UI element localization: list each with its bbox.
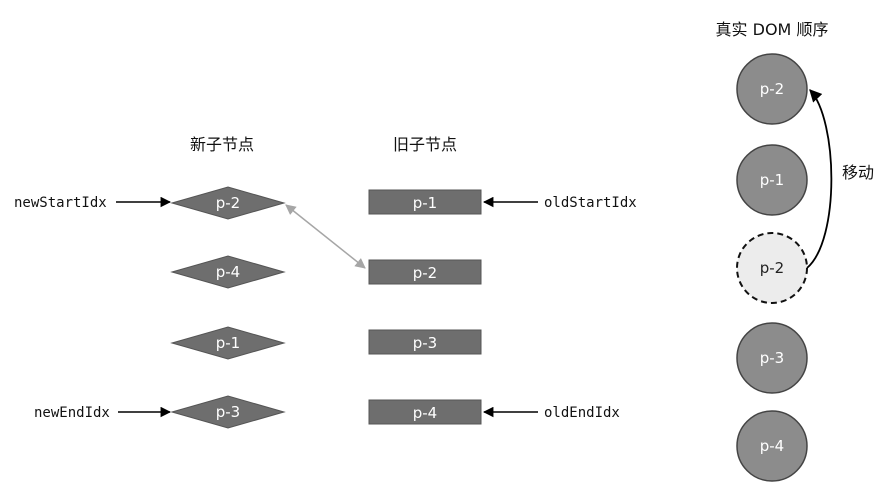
- circle-shape: [736, 410, 808, 482]
- real-dom-node-placeholder: p-2: [736, 232, 808, 304]
- move-arrow: [806, 89, 833, 269]
- dom-node-label: p-2: [760, 259, 784, 277]
- dom-node-label: p-2: [760, 80, 784, 98]
- node-label: p-4: [413, 404, 437, 422]
- dom-node-label: p-3: [760, 349, 784, 367]
- circle-shape: [736, 322, 808, 394]
- node-label: p-1: [216, 334, 240, 352]
- new-end-idx-label: newEndIdx: [34, 405, 110, 421]
- real-dom-node: p-3: [736, 322, 808, 394]
- old-child-node: p-3: [368, 329, 482, 355]
- rect-shape: [368, 259, 482, 285]
- new-child-node: p-3: [170, 395, 286, 429]
- real-dom-node: p-1: [736, 144, 808, 216]
- circle-shape: [736, 144, 808, 216]
- new-start-idx-label: newStartIdx: [14, 195, 107, 211]
- new-child-node: p-4: [170, 255, 286, 289]
- diamond-shape: [170, 326, 286, 360]
- node-label: p-2: [413, 264, 437, 282]
- diamond-shape: [170, 255, 286, 289]
- real-dom-node: p-2: [736, 53, 808, 125]
- circle-shape: [736, 53, 808, 125]
- rect-shape: [368, 189, 482, 215]
- node-label: p-4: [216, 263, 240, 281]
- node-label: p-1: [413, 194, 437, 212]
- new-child-node: p-2: [170, 186, 286, 220]
- old-children-header: 旧子节点: [393, 135, 457, 154]
- real-dom-header: 真实 DOM 顺序: [716, 20, 829, 39]
- real-dom-node: p-4: [736, 410, 808, 482]
- dom-node-label: p-4: [760, 437, 784, 455]
- move-label: 移动: [842, 163, 874, 182]
- old-end-idx-label: oldEndIdx: [544, 405, 620, 421]
- old-child-node: p-1: [368, 189, 482, 215]
- old-child-node: p-2: [368, 259, 482, 285]
- new-children-header: 新子节点: [190, 135, 254, 154]
- node-label: p-2: [216, 194, 240, 212]
- dom-node-label: p-1: [760, 171, 784, 189]
- node-label: p-3: [216, 403, 240, 421]
- diamond-shape: [170, 186, 286, 220]
- node-label: p-3: [413, 334, 437, 352]
- old-start-idx-label: oldStartIdx: [544, 195, 637, 211]
- match-link-arrow: [285, 204, 366, 269]
- new-child-node: p-1: [170, 326, 286, 360]
- diamond-shape: [170, 395, 286, 429]
- old-child-node: p-4: [368, 399, 482, 425]
- rect-shape: [368, 399, 482, 425]
- rect-shape: [368, 329, 482, 355]
